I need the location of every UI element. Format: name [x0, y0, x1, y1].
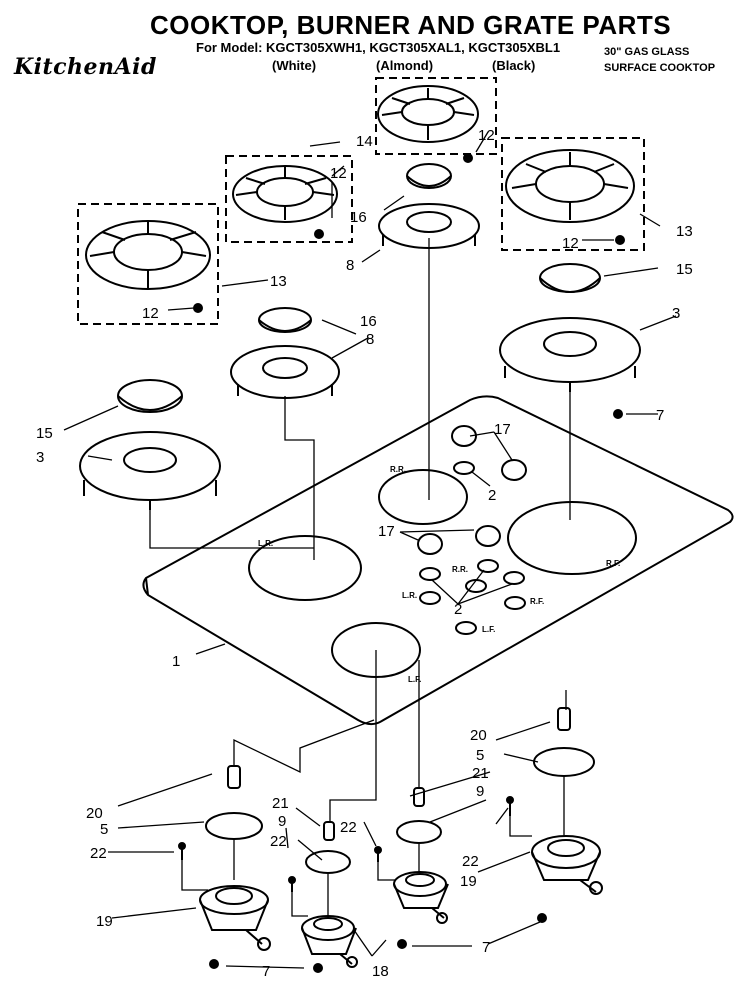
callout-numbers: 1 2 2 3 3 5 5 7 7 7 8 8 9 9 12 12 12 12 … — [36, 127, 693, 980]
label-rr: R.R. — [390, 465, 406, 474]
callout-13a: 13 — [270, 273, 287, 290]
burner-base-left — [199, 885, 271, 951]
callout-13b: 13 — [676, 223, 693, 240]
burner-cap-right — [539, 263, 601, 293]
callout-22d: 22 — [462, 853, 479, 870]
callout-5a: 5 — [100, 821, 108, 838]
description-line-1: 30" GAS GLASS — [604, 46, 690, 58]
leader-lines — [63, 131, 677, 969]
label-lf: L.F. — [408, 675, 421, 684]
callout-12a: 12 — [142, 305, 159, 322]
grate-center — [375, 77, 497, 163]
burner-ring-left-front — [230, 345, 340, 399]
callout-16a: 16 — [350, 209, 367, 226]
burner-cap-center — [406, 163, 452, 189]
callout-22a: 22 — [90, 845, 107, 862]
grate-left-front — [225, 155, 353, 243]
variant-white: (White) — [272, 58, 317, 73]
callout-3a: 3 — [36, 449, 44, 466]
knob-group — [417, 425, 527, 585]
callout-7b: 7 — [262, 963, 270, 980]
grate-right — [501, 137, 645, 251]
label-control-rr: R.R. — [452, 565, 468, 574]
model-line: For Model: KGCT305XWH1, KGCT305XAL1, KGC… — [196, 40, 561, 55]
description-line-2: SURFACE COOKTOP — [604, 62, 716, 74]
callout-5b: 5 — [476, 747, 484, 764]
label-rf: R.F. — [606, 559, 620, 568]
grate-left-rear — [77, 203, 219, 325]
callout-8b: 8 — [366, 331, 374, 348]
small-parts — [178, 409, 623, 973]
callout-18: 18 — [372, 963, 389, 980]
callout-16b: 16 — [360, 313, 377, 330]
callout-20a: 20 — [86, 805, 103, 822]
callout-19b: 19 — [460, 873, 477, 890]
callout-19a: 19 — [96, 913, 113, 930]
cooktop-glass — [142, 395, 734, 726]
callout-12c: 12 — [478, 127, 495, 144]
burner-base-center-right — [393, 871, 449, 924]
burner-ring-left-rear — [79, 431, 221, 510]
callout-9a: 9 — [278, 813, 286, 830]
callout-9b: 9 — [476, 783, 484, 800]
burner-base-center-left — [301, 915, 358, 968]
callout-2b: 2 — [454, 601, 462, 618]
callout-8a: 8 — [346, 257, 354, 274]
label-control-rf: R.F. — [530, 597, 544, 606]
label-control-lf: L.F. — [482, 625, 495, 634]
callout-15a: 15 — [36, 425, 53, 442]
variant-almond: (Almond) — [376, 58, 434, 73]
brand-logo: KitchenAid — [14, 54, 157, 80]
callout-12b: 12 — [330, 165, 347, 182]
burner-cap-left-rear — [117, 379, 183, 413]
label-control-lr: L.R. — [402, 591, 417, 600]
callout-7c: 7 — [482, 939, 490, 956]
callout-17b: 17 — [378, 523, 395, 540]
callout-1: 1 — [172, 653, 180, 670]
burner-ring-right — [499, 317, 641, 392]
burner-hole-left-rear — [248, 535, 362, 601]
callout-22c: 22 — [340, 819, 357, 836]
burner-hole-right-front — [507, 501, 637, 575]
callout-14: 14 — [356, 133, 373, 150]
callout-20b: 20 — [470, 727, 487, 744]
burner-cap-left-front — [258, 307, 312, 333]
callout-3b: 3 — [672, 305, 680, 322]
burner-hole-right-rear — [378, 469, 468, 525]
burner-base-right — [531, 835, 603, 895]
variant-black: (Black) — [492, 58, 536, 73]
callout-21b: 21 — [472, 765, 489, 782]
callout-15b: 15 — [676, 261, 693, 278]
label-lr: L.R. — [258, 539, 273, 548]
page-title: COOKTOP, BURNER AND GRATE PARTS — [150, 10, 672, 40]
callout-22b: 22 — [270, 833, 287, 850]
callout-21a: 21 — [272, 795, 289, 812]
callout-17a: 17 — [494, 421, 511, 438]
callout-7a: 7 — [656, 407, 664, 424]
callout-2a: 2 — [488, 487, 496, 504]
callout-12d: 12 — [562, 235, 579, 252]
